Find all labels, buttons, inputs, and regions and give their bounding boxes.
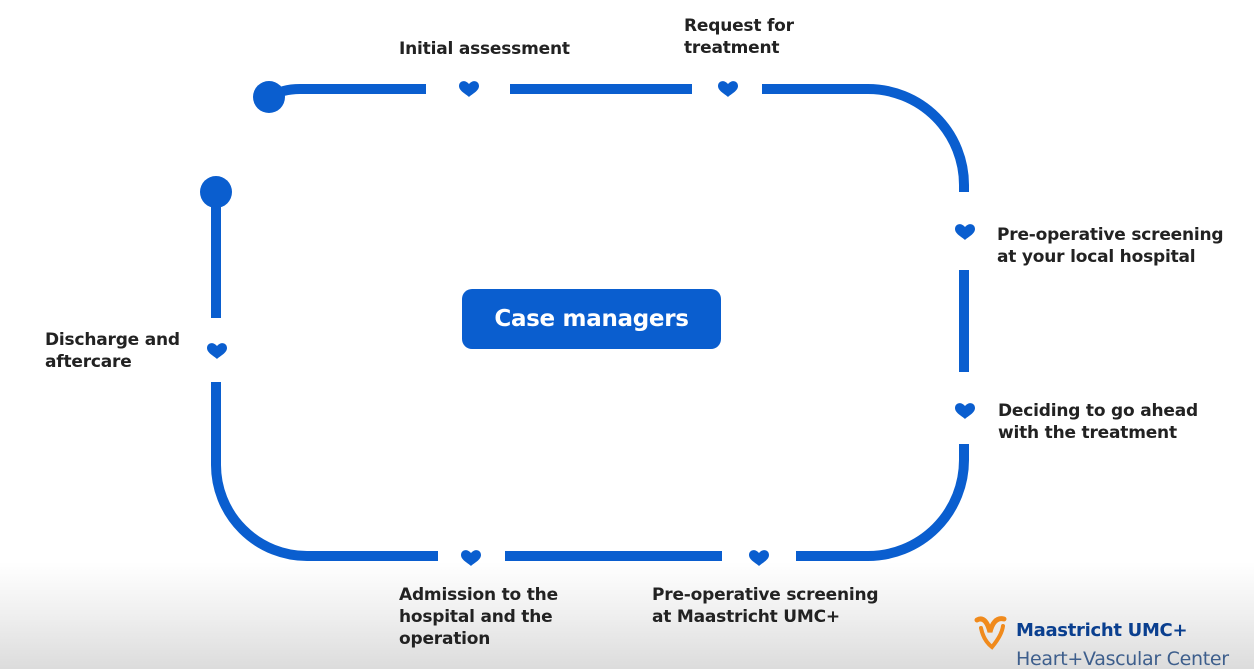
- step-label-deciding: Deciding to go ahead with the treatment: [998, 401, 1198, 443]
- step-label-request-for-treatment: Request for treatment: [684, 16, 794, 58]
- brand-name: Maastricht UMC+: [1016, 620, 1188, 641]
- step-label-initial-assessment: Initial assessment: [399, 39, 570, 59]
- step-label-admission: Admission to the hospital and the operat…: [399, 585, 558, 649]
- heart-icon-request-for-treatment: [718, 81, 738, 97]
- path-segment-request-to-local: [762, 84, 969, 192]
- brand-logo: Maastricht UMC+ Heart+Vascular Center: [972, 612, 1254, 670]
- step-label-pre-op-maastricht: Pre-operative screening at Maastricht UM…: [652, 585, 879, 627]
- case-managers-box: Case managers: [462, 289, 721, 349]
- heart-icon-admission: [461, 550, 481, 566]
- heart-logo-icon: [974, 616, 1007, 650]
- path-segment-deciding-to-maastricht: [796, 444, 969, 561]
- case-managers-label: Case managers: [494, 306, 689, 332]
- path-segment-start-to-initial: [267, 84, 426, 102]
- path-end-dot: [200, 176, 232, 208]
- brand-subtitle: Heart+Vascular Center: [1016, 648, 1229, 670]
- path-segment-admission-to-discharge: [211, 382, 438, 561]
- heart-icon-pre-op-local: [955, 224, 975, 240]
- step-label-discharge: Discharge and aftercare: [45, 330, 180, 372]
- heart-icon-discharge: [207, 343, 227, 359]
- step-label-pre-op-local: Pre-operative screening at your local ho…: [997, 225, 1224, 267]
- path-start-dot: [253, 81, 285, 113]
- heart-icon-pre-op-maastricht: [749, 550, 769, 566]
- heart-icon-initial-assessment: [459, 81, 479, 97]
- heart-icon-deciding: [955, 403, 975, 419]
